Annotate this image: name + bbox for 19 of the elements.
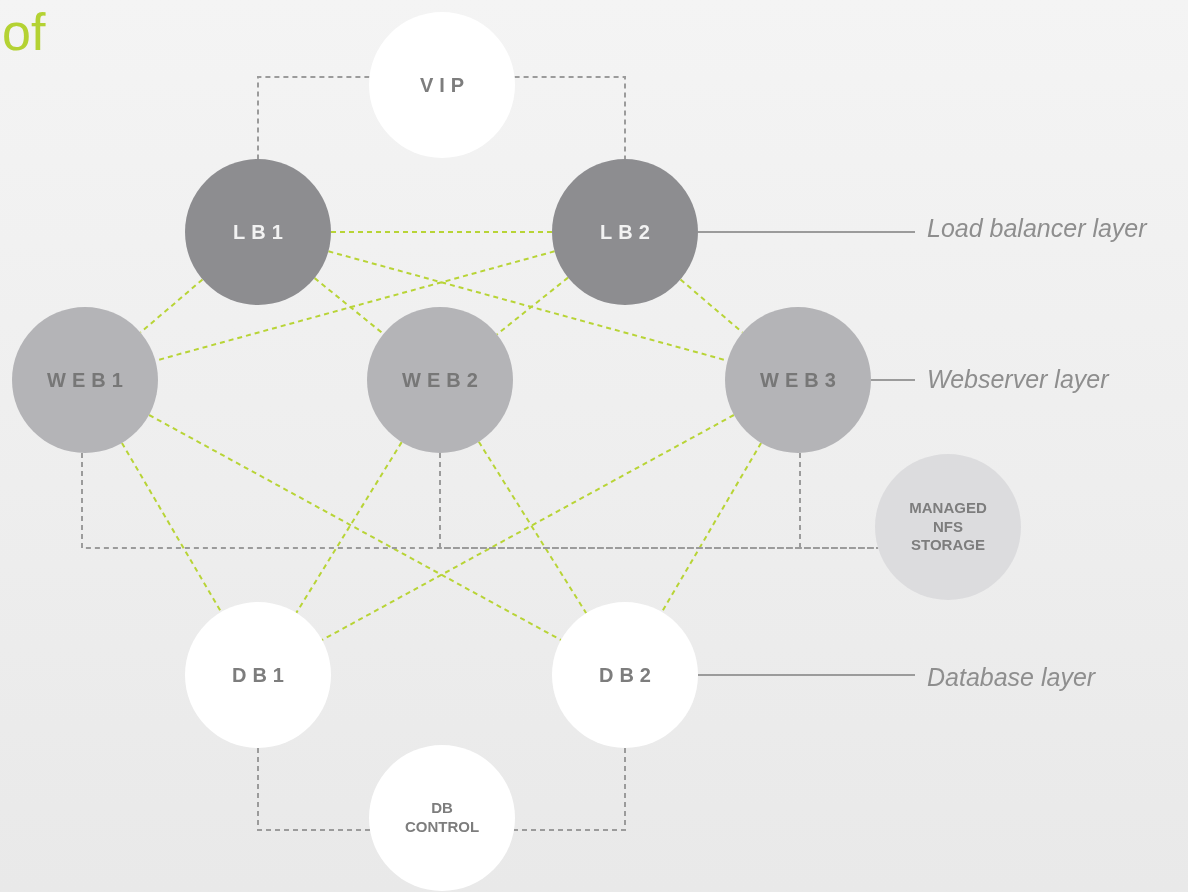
dashed-connector xyxy=(513,747,626,831)
leader-line xyxy=(870,379,916,381)
dashed-connector xyxy=(321,414,735,641)
heading-text: of xyxy=(2,6,46,58)
layer-label: Webserver layer xyxy=(915,363,1185,397)
dashed-connector xyxy=(257,747,371,831)
dashed-connector xyxy=(257,76,371,160)
leader-line xyxy=(697,231,916,233)
dashed-connector xyxy=(513,76,626,160)
layer-label: Load balancer layer xyxy=(915,212,1185,246)
dashed-connector xyxy=(120,442,223,613)
leader-line xyxy=(697,674,916,676)
dashed-connector xyxy=(313,277,385,335)
dashed-connector xyxy=(660,442,763,613)
layer-label: Database layer xyxy=(915,661,1185,695)
dashed-connector xyxy=(477,440,588,615)
dashed-connector xyxy=(148,414,562,641)
dashed-connector xyxy=(330,231,553,233)
dashed-connector xyxy=(295,441,403,614)
